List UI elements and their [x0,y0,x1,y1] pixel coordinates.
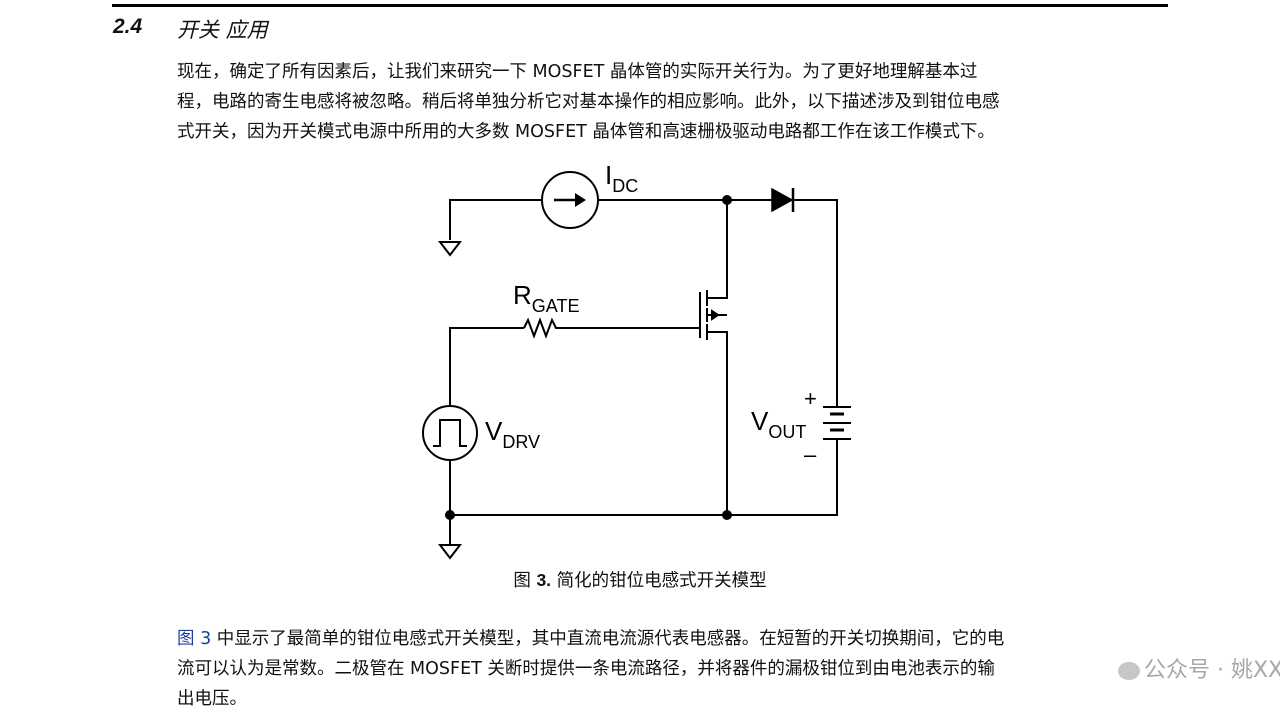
wire-left-upper [449,327,524,406]
wire-source [713,331,728,515]
body-line-1-text: 中显示了最简单的钳位电感式开关模型，其中直流电流源代表电感器。在短暂的开关切换期… [211,629,1005,649]
ground-symbol-bottom [437,544,463,560]
figure-caption-prefix: 图 [513,571,537,591]
wire-diode-to-right [792,199,838,406]
diode-symbol [771,187,795,213]
label-minus: – [804,442,817,467]
clamped-inductive-switch-diagram: IDC RGATE VDRV VOUT + – [400,160,880,560]
junction-dot-bottom-right [722,510,732,520]
current-source-symbol [541,171,599,229]
figure-3-link[interactable]: 图 3 [177,629,212,649]
intro-line-3: 式开关，因为开关模式电源中所用的大多数 MOSFET 晶体管和高速栅极驱动电路都… [177,122,995,142]
pulse-source-symbol [422,405,478,461]
gate-resistor-symbol [523,317,560,339]
mosfet-symbol [699,290,727,340]
label-idc: IDC [605,160,638,196]
section-title: 开关 应用 [177,18,268,42]
wechat-icon [1118,662,1140,680]
figure-caption: 图 3. 简化的钳位电感式开关模型 [0,567,1280,592]
label-plus: + [804,386,817,411]
body-line-2: 流可以认为是常数。二极管在 MOSFET 关断时提供一条电流路径，并将器件的漏极… [177,659,995,679]
label-vout: VOUT [751,406,806,442]
wire-drain [713,200,728,299]
label-vdrv: VDRV [485,416,540,452]
body-line-1: 图 3 中显示了最简单的钳位电感式开关模型，其中直流电流源代表电感器。在短暂的开… [177,624,1187,654]
intro-line-1: 现在，确定了所有因素后，让我们来研究一下 MOSFET 晶体管的实际开关行为。为… [177,62,978,82]
wire-resistor-to-gate [560,305,701,329]
intro-line-2: 程，电路的寄生电感将被忽略。稍后将单独分析它对基本操作的相应影响。此外，以下描述… [177,92,1000,112]
wire-battery-to-bottom [727,438,838,516]
watermark-text: 公众号 · 姚XX [1144,658,1280,683]
top-rule [112,4,1168,7]
watermark: 公众号 · 姚XX [1118,652,1280,684]
label-rgate: RGATE [513,280,579,316]
body-line-3: 出电压。 [177,689,247,709]
intro-paragraph: 现在，确定了所有因素后，让我们来研究一下 MOSFET 晶体管的实际开关行为。为… [177,57,1187,147]
body-paragraph: 图 3 中显示了最简单的钳位电感式开关模型，其中直流电流源代表电感器。在短暂的开… [177,624,1187,714]
junction-dot-top [722,195,732,205]
ground-symbol-top [437,241,463,257]
figure-caption-number: 3. [536,570,552,590]
battery-symbol [823,406,851,440]
section-number: 2.4 [113,15,143,38]
junction-dot-bottom-left [445,510,455,520]
figure-caption-text: 简化的钳位电感式开关模型 [551,571,767,591]
wire-ground1 [449,199,542,240]
